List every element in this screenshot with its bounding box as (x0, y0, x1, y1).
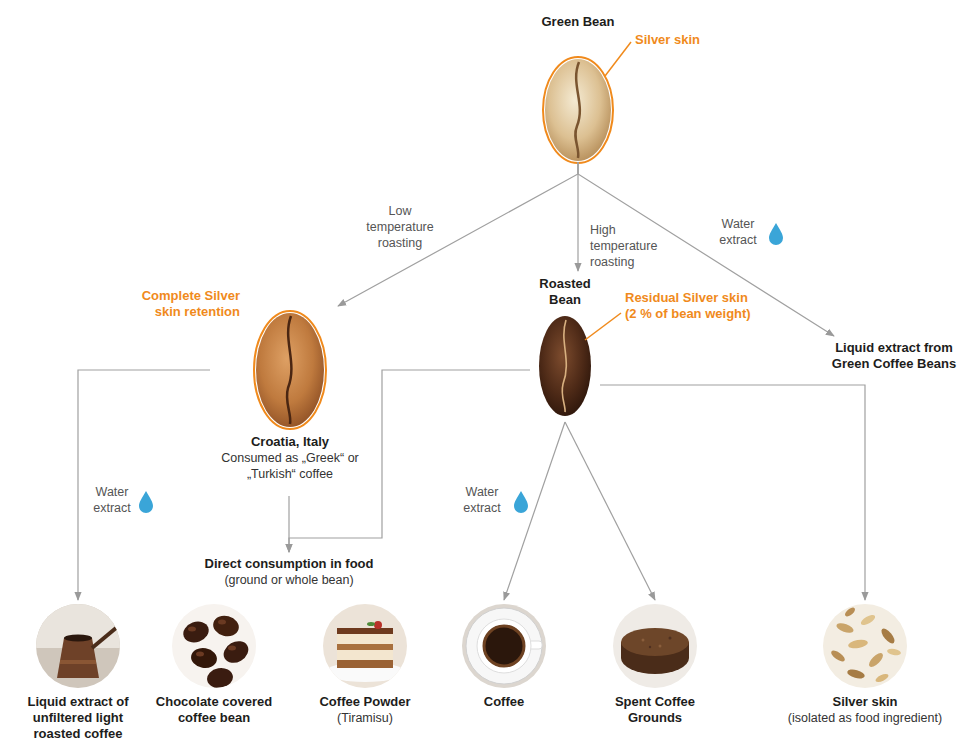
node-heading: Liquid extract of unfiltered light roast… (10, 694, 146, 742)
water-drop (139, 491, 153, 513)
usage-text-node: Direct consumption in food(ground or who… (189, 556, 389, 590)
edge-label: Water extract (86, 484, 138, 516)
flow-arrow (565, 422, 655, 600)
node-heading: Liquid extract from Green Coffee Beans (828, 340, 960, 372)
product-circle: Coffee Powder(Tiramisu) (297, 604, 433, 728)
edge-label: High temperature roasting (590, 222, 664, 270)
node-heading: Coffee Powder (297, 694, 433, 710)
node-heading: Roasted Bean (530, 276, 600, 308)
spent-grounds-picture (611, 602, 699, 690)
flow-arrow (577, 162, 578, 271)
node-text: Silver skin (635, 32, 725, 48)
bean-node: Roasted BeanResidual Silver skin (2 % of… (530, 276, 600, 422)
cezve-picture (34, 602, 122, 690)
product-text-node: Liquid extract from Green Coffee Beans (828, 340, 960, 374)
roasted-bean-picture (539, 313, 621, 416)
chocolate-beans-picture (170, 602, 258, 690)
node-text: (ground or whole bean) (189, 572, 389, 588)
water-drop (514, 491, 528, 513)
flow-arrow (600, 385, 865, 600)
bean-node: Green BeanSilver skin (538, 10, 618, 162)
edge-label: Water extract (456, 484, 508, 516)
product-circle: Chocolate covered coffee bean (146, 604, 282, 728)
node-text: Croatia, Italy (210, 434, 370, 450)
node-heading: Green Bean (508, 14, 648, 30)
node-heading: Coffee (436, 694, 572, 710)
product-circle: Silver skin(isolated as food ingredient) (780, 604, 950, 728)
silver-skin-picture (821, 602, 909, 690)
light-roasted-bean-picture (254, 311, 326, 429)
node-text: (isolated as food ingredient) (780, 710, 950, 726)
water-drop (769, 223, 783, 245)
node-heading: Direct consumption in food (189, 556, 389, 572)
coffee-cup-picture (460, 602, 548, 690)
flow-arrow (504, 422, 565, 600)
bean-node: Complete Silver skin retentionCroatia, I… (210, 308, 370, 496)
flow-arrow (578, 162, 834, 336)
flow-arrow (78, 370, 210, 600)
edge-label: Low temperature roasting (356, 203, 444, 251)
node-heading: Spent Coffee Grounds (587, 694, 723, 726)
node-text: Consumed as „Greek“ or „Turkish“ coffee (210, 450, 370, 482)
product-circle: Coffee (436, 604, 572, 712)
node-heading: Complete Silver skin retention (118, 288, 240, 320)
product-circle: Liquid extract of unfiltered light roast… (10, 604, 146, 744)
product-circle: Spent Coffee Grounds (587, 604, 723, 728)
node-heading: Chocolate covered coffee bean (146, 694, 282, 726)
edge-label: Water extract (712, 216, 764, 248)
node-heading: Silver skin (780, 694, 950, 710)
node-text: Residual Silver skin (2 % of bean weight… (625, 290, 757, 322)
tiramisu-picture (321, 602, 409, 690)
node-text: (Tiramisu) (297, 710, 433, 726)
green-bean-picture (543, 42, 631, 163)
